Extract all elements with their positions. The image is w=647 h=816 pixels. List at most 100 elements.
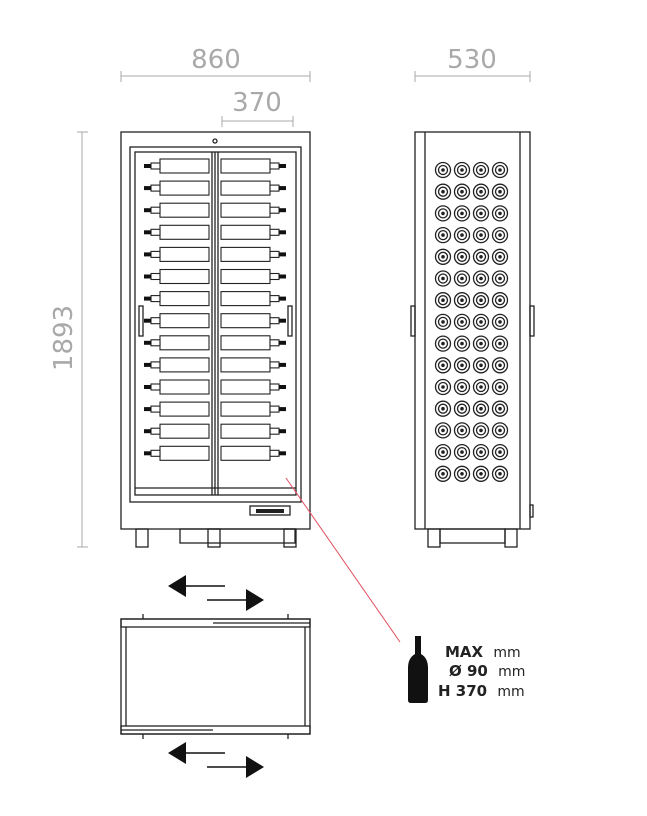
front-view [120, 131, 311, 548]
width-dimension-label: 860 [191, 45, 241, 75]
side-bottle-base [434, 270, 452, 287]
wine-bottle-icon [408, 636, 428, 703]
front-bottle-rows [144, 158, 286, 461]
front-bottle-left [144, 401, 210, 417]
side-bottle-base [434, 422, 452, 439]
side-bottle-base [472, 270, 490, 287]
spec-line-max: MAX mm [445, 643, 521, 661]
front-bottle-right [220, 224, 286, 240]
side-bottle-base [472, 443, 490, 461]
spec-diameter-value: Ø 90 [449, 662, 488, 680]
side-bottle-base [491, 400, 509, 417]
side-bottle-base [434, 248, 452, 265]
side-bottle-base [491, 378, 509, 396]
front-bottle-right [220, 335, 286, 351]
front-bottle-right [220, 158, 286, 174]
front-bottle-right [220, 357, 286, 373]
side-bottle-base [434, 400, 452, 417]
side-bottle-base [472, 465, 490, 482]
front-bottle-left [144, 313, 210, 329]
side-bottle-base [434, 313, 452, 331]
side-bottle-base [434, 205, 452, 222]
side-bottle-base [472, 378, 490, 396]
side-bottle-base [472, 161, 490, 179]
depth-dimension [414, 71, 531, 82]
side-bottle-base [453, 226, 471, 244]
side-bottle-base [472, 400, 490, 417]
side-bottle-base [453, 270, 471, 287]
spec-line-height: H 370 mm [438, 682, 525, 700]
side-bottle-base [491, 248, 509, 265]
side-bottle-base [472, 205, 490, 222]
front-bottle-right [220, 401, 286, 417]
side-bottle-base [434, 465, 452, 482]
front-bottle-left [144, 423, 210, 439]
front-bottle-left [144, 246, 210, 262]
side-bottle-base [491, 161, 509, 179]
side-bottle-base [491, 335, 509, 352]
side-bottle-base [491, 422, 509, 439]
side-bottle-base [453, 443, 471, 461]
side-bottle-base [434, 226, 452, 244]
side-bottle-base [472, 422, 490, 439]
depth-dimension-label: 530 [447, 45, 497, 75]
front-bottle-right [220, 180, 286, 196]
side-bottle-base [491, 226, 509, 244]
width-dimension [120, 71, 311, 82]
side-bottle-base [491, 443, 509, 461]
side-bottle-base [472, 292, 490, 309]
spec-diameter-unit: mm [498, 664, 525, 680]
front-bottle-right [220, 246, 286, 262]
side-bottle-base [453, 422, 471, 439]
spec-line-diameter: Ø 90 mm [449, 662, 525, 680]
side-bottle-base [491, 292, 509, 309]
side-bottle-base [491, 313, 509, 331]
side-bottle-base [472, 357, 490, 374]
height-dimension-label: 1893 [49, 305, 79, 371]
side-bottle-base [453, 292, 471, 309]
bottle-zone-dimension [221, 116, 294, 127]
side-bottle-base [453, 183, 471, 200]
front-bottle-right [220, 202, 286, 218]
side-bottle-base [434, 335, 452, 352]
spec-max-label: MAX [445, 643, 484, 661]
side-bottle-base [453, 400, 471, 417]
side-bottle-base [453, 205, 471, 222]
front-bottle-left [144, 291, 210, 307]
side-bottle-base [434, 443, 452, 461]
front-bottle-left [144, 158, 210, 174]
spec-max-unit: mm [493, 645, 520, 661]
side-bottle-base [472, 183, 490, 200]
front-bottle-right [220, 445, 286, 461]
side-bottle-base [491, 270, 509, 287]
side-bottle-base [472, 226, 490, 244]
front-bottle-left [144, 357, 210, 373]
side-bottle-base [453, 248, 471, 265]
side-bottle-base [472, 335, 490, 352]
side-bottle-base [491, 205, 509, 222]
sliding-arrows-top [168, 575, 264, 611]
bottle-spec-leader-line [285, 477, 401, 643]
side-bottle-base [453, 313, 471, 331]
front-bottle-left [144, 268, 210, 285]
front-bottle-right [220, 313, 286, 329]
front-bottle-left [144, 202, 210, 218]
side-view [410, 131, 535, 548]
side-bottle-base [472, 248, 490, 265]
side-bottle-grid [434, 161, 509, 482]
side-bottle-base [434, 183, 452, 200]
side-bottle-base [472, 313, 490, 331]
front-bottle-right [220, 423, 286, 439]
side-bottle-base [453, 335, 471, 352]
side-bottle-base [491, 465, 509, 482]
control-display [256, 509, 284, 513]
spec-height-value: H 370 [438, 682, 487, 700]
side-bottle-base [434, 378, 452, 396]
side-bottle-base [491, 183, 509, 200]
front-bottle-left [144, 335, 210, 351]
side-bottle-base [453, 378, 471, 396]
side-bottle-base [491, 357, 509, 374]
side-bottle-base [453, 357, 471, 374]
front-bottle-left [144, 180, 210, 196]
